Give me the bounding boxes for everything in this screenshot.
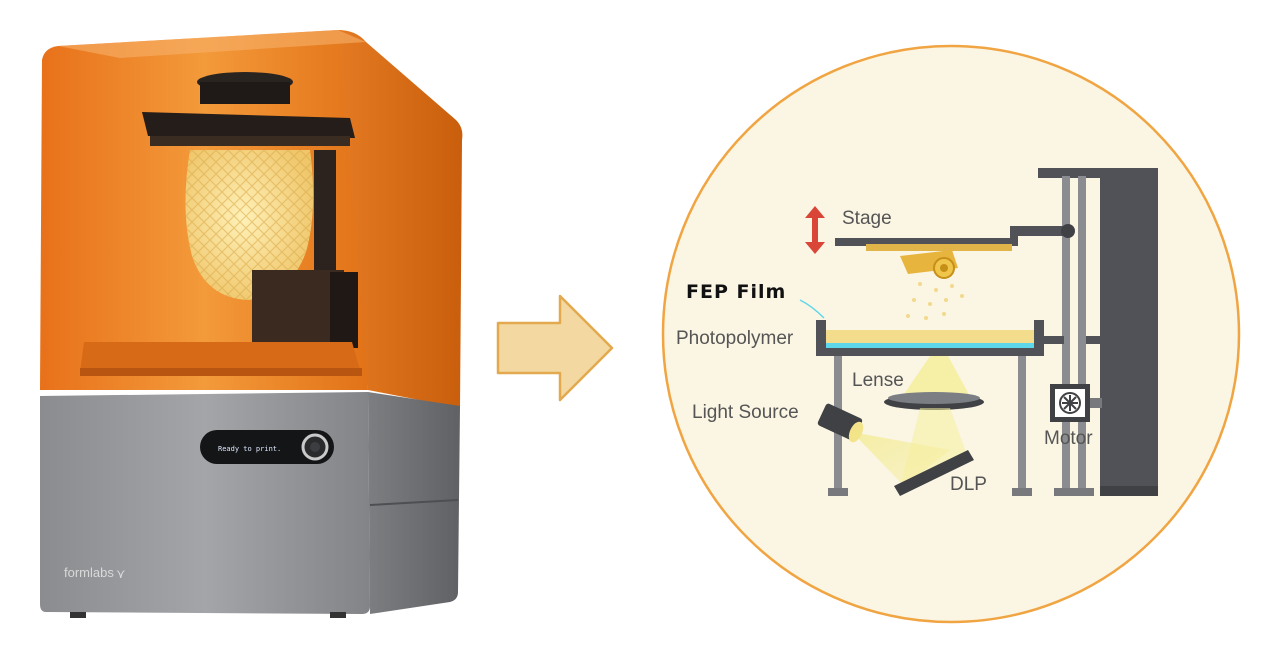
tank-leg-right <box>1018 356 1026 494</box>
printed-part-lattice <box>185 150 314 300</box>
status-display-text: Ready to print. <box>218 445 281 453</box>
stage-arm <box>835 226 1072 246</box>
tower-column <box>1100 168 1158 486</box>
z-axis-block <box>252 270 344 350</box>
printer-foot-left <box>70 612 86 618</box>
arrow-right-icon <box>496 294 614 402</box>
printer-base-front <box>40 392 370 614</box>
printed-object <box>900 250 958 279</box>
printer-foot-right <box>330 612 346 618</box>
label-lense: Lense <box>852 370 904 391</box>
brand-logo: formlabs <box>64 565 114 580</box>
tank-cover-side <box>338 30 463 408</box>
lens-beam <box>900 356 972 400</box>
fep-film-layer <box>826 343 1034 348</box>
resin-particles <box>906 282 964 320</box>
printer-illustration: Ready to print. formlabs ⋎ <box>40 30 463 618</box>
rod-base <box>1054 488 1094 496</box>
tank-cover-top-highlight <box>58 30 366 58</box>
base-seam <box>369 499 459 506</box>
control-knob-inner <box>310 442 320 452</box>
lens-top <box>888 392 980 404</box>
dlp-beam <box>900 408 966 488</box>
tank-mount-2 <box>1086 336 1102 344</box>
tank-leg-right-foot <box>1012 488 1032 496</box>
z-axis-block-shade <box>330 272 358 348</box>
build-platform <box>142 112 355 138</box>
motor-shaft <box>1090 398 1102 408</box>
stage-joint <box>1061 224 1075 238</box>
label-stage: Stage <box>842 208 892 229</box>
guide-rod <box>1062 176 1070 496</box>
light-source <box>817 403 864 443</box>
resin-fill <box>826 330 1034 344</box>
stage-plate <box>866 244 1012 251</box>
tank-leg-left-foot <box>828 488 848 496</box>
tower-foot <box>1100 486 1158 496</box>
brand-mark: ⋎ <box>116 566 126 581</box>
status-display <box>200 430 334 464</box>
up-down-arrow-icon <box>805 206 825 254</box>
label-motor: Motor <box>1044 428 1093 449</box>
guide-rod-2 <box>1078 176 1086 496</box>
build-platform-edge <box>150 136 350 146</box>
dlp-chip <box>894 450 974 496</box>
fep-film-pointer <box>799 299 825 319</box>
build-knob-body <box>200 82 290 104</box>
label-fep-film: FEP Film <box>686 281 786 303</box>
label-photopolymer: Photopolymer <box>676 328 794 349</box>
resin-tray-lip <box>80 368 362 376</box>
sla-diagram: Stage FEP Film Photopolymer Lense Light … <box>661 44 1241 624</box>
label-dlp: DLP <box>950 474 987 495</box>
resin-tank <box>816 320 1044 356</box>
tank-mount <box>1044 336 1064 344</box>
resin-tray <box>80 342 360 372</box>
tower-top-bar <box>1038 168 1102 178</box>
label-light-source: Light Source <box>692 402 799 423</box>
fan-icon <box>1059 392 1081 414</box>
